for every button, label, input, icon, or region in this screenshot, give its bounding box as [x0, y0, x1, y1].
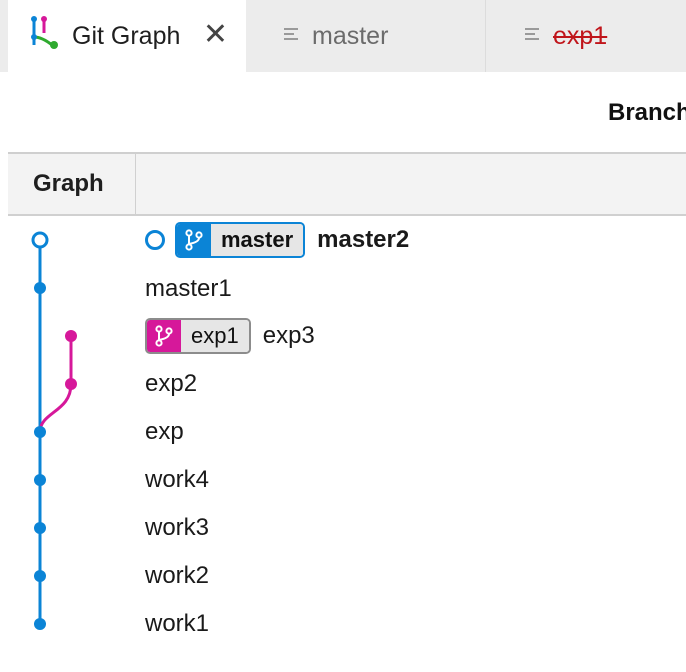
head-indicator-icon [145, 230, 165, 250]
table-row[interactable]: exp2 [145, 364, 197, 404]
table-row[interactable]: exp [145, 412, 184, 452]
table-header: Graph [8, 154, 686, 216]
commit-node [34, 522, 46, 534]
tab-bar: Git Graph ✕ master exp1 [0, 0, 686, 72]
branch-ref-label: master [211, 224, 304, 256]
tab-label: master [312, 21, 389, 50]
commit-node [65, 330, 77, 342]
commit-node [65, 378, 77, 390]
commit-message: work1 [145, 610, 210, 637]
branch-ref-exp1[interactable]: exp1 [145, 318, 251, 354]
file-lines-icon [282, 22, 300, 51]
table-row[interactable]: exp1 exp3 [145, 316, 315, 356]
tab-label: Git Graph [72, 21, 181, 50]
table-row[interactable]: work3 [145, 508, 209, 548]
commit-message: master1 [145, 275, 232, 302]
file-lines-icon [523, 22, 541, 51]
commit-message: exp3 [262, 322, 315, 349]
commit-graph [31, 231, 77, 630]
commit-node [34, 570, 46, 582]
table-row[interactable]: work1 [145, 604, 209, 644]
commit-message: work2 [145, 562, 210, 589]
branch-ref-label: exp1 [181, 320, 249, 352]
close-icon[interactable]: ✕ [202, 18, 228, 51]
commit-node [34, 426, 46, 438]
branch-ref-master[interactable]: master [175, 222, 306, 258]
commit-message: work3 [145, 514, 210, 541]
branch-icon [147, 320, 181, 352]
tab-git-graph[interactable]: Git Graph ✕ [8, 0, 246, 72]
table-row[interactable]: master master2 [145, 220, 409, 260]
commit-message: master2 [317, 226, 410, 253]
commit-node [31, 231, 49, 249]
toolbar: Branch [8, 72, 686, 154]
tab-master[interactable]: master [246, 0, 486, 72]
branch-filter-label: Branch [608, 99, 686, 126]
graph-column-header[interactable]: Graph [8, 154, 136, 214]
commit-node [34, 474, 46, 486]
table-row[interactable]: master1 [145, 269, 232, 309]
table-row[interactable]: work2 [145, 556, 209, 596]
commit-message: work4 [145, 466, 210, 493]
commit-node [34, 282, 46, 294]
branch-icon [177, 224, 211, 256]
tab-label: exp1 [553, 21, 608, 50]
git-graph-icon [28, 15, 60, 58]
commit-node [34, 618, 46, 630]
tab-exp1[interactable]: exp1 [487, 0, 686, 72]
commit-message: exp2 [145, 370, 198, 397]
table-row[interactable]: work4 [145, 460, 209, 500]
commit-message: exp [145, 418, 184, 445]
